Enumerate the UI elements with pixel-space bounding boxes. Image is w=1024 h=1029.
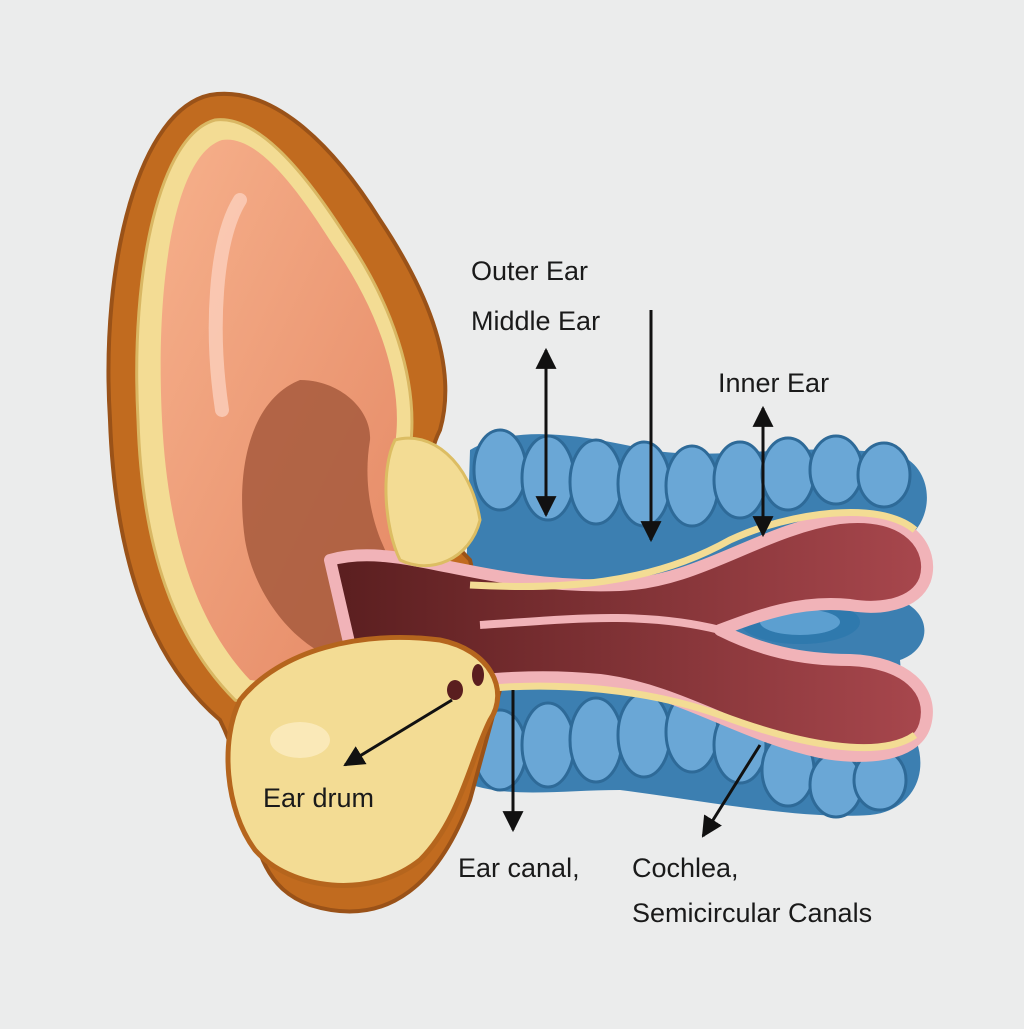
ear-canal-tube bbox=[324, 508, 934, 762]
label-inner-ear: Inner Ear bbox=[718, 368, 829, 398]
cochlea-arrow bbox=[701, 744, 762, 838]
label-semicircular-canals: Semicircular Canals bbox=[632, 898, 872, 928]
label-arrows bbox=[343, 310, 774, 838]
label-outer-ear: Outer Ear bbox=[471, 256, 588, 286]
label-middle-ear: Middle Ear bbox=[471, 306, 600, 336]
text-labels: Outer Ear Middle Ear Inner Ear Ear drum … bbox=[263, 256, 872, 928]
label-ear-canal: Ear canal, bbox=[458, 853, 580, 883]
label-cochlea: Cochlea, bbox=[632, 853, 739, 883]
label-ear-drum: Ear drum bbox=[263, 783, 374, 813]
ear-drum-arrow bbox=[343, 698, 453, 767]
